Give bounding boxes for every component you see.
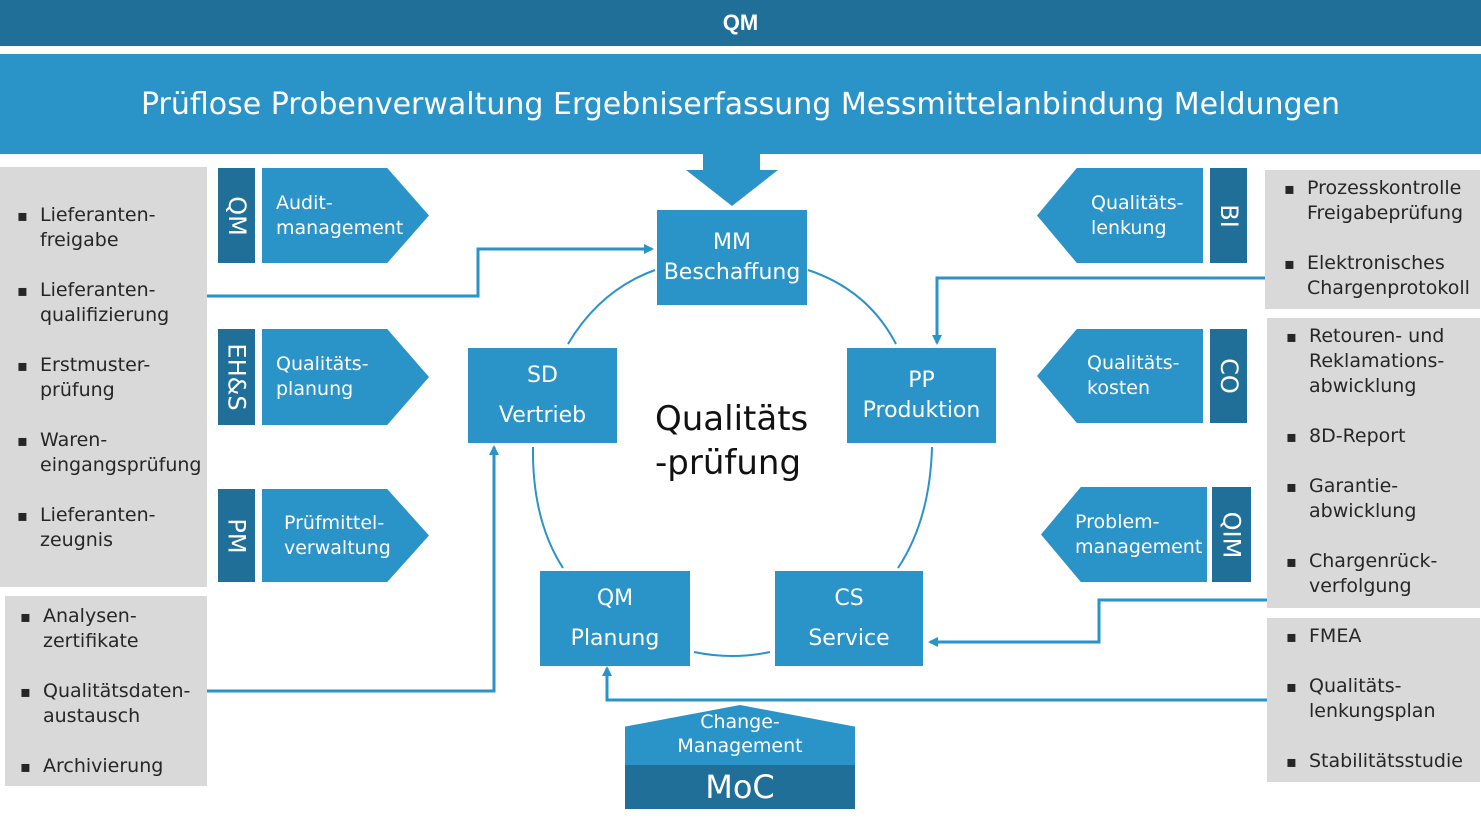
- audit-management-arrow: Audit-management: [262, 168, 429, 263]
- list-item: Archivierung: [15, 754, 203, 779]
- connector-left1-mm: [207, 244, 654, 298]
- list-item: FMEA: [1281, 624, 1476, 649]
- list-item: Lieferanten-zeugnis: [12, 503, 199, 553]
- band-down-arrow: [686, 154, 778, 206]
- tag-qim: QIM: [1212, 487, 1251, 582]
- tag-bi: BI: [1210, 168, 1247, 263]
- left-list-2: Analysen-zertifikate Qualitätsdaten-aust…: [5, 596, 207, 786]
- connector-right2-cs: [928, 598, 1267, 647]
- list-item: Erstmuster-prüfung: [12, 353, 199, 403]
- arc-mm-pp: [807, 269, 897, 345]
- list-item: Chargenrück-verfolgung: [1281, 549, 1476, 599]
- quality-planning-arrow: Qualitäts-planung: [262, 329, 429, 425]
- connector-right3-qm: [602, 666, 1267, 702]
- function-band: Prüflose Probenverwaltung Ergebniserfass…: [0, 54, 1481, 154]
- header-title: QM: [0, 0, 1481, 46]
- arc-sd-mm: [567, 269, 656, 345]
- quality-control-arrow: Qualitäts-lenkung: [1037, 168, 1203, 263]
- tag-qm: QM: [218, 168, 255, 263]
- connector-left2-sd: [207, 445, 499, 693]
- tag-co: CO: [1210, 329, 1247, 423]
- list-item: Analysen-zertifikate: [15, 604, 203, 654]
- problem-management-arrow: Problem-management: [1041, 487, 1207, 582]
- tag-ehs: EH&S: [218, 329, 255, 425]
- list-item: Waren-eingangsprüfung: [12, 428, 201, 478]
- list-item: Stabilitätsstudie: [1281, 749, 1476, 774]
- right-list-3: FMEA Qualitäts-lenkungsplan Stabilitätss…: [1267, 618, 1480, 782]
- list-item: 8D-Report: [1281, 424, 1476, 449]
- list-item: Qualitäts-lenkungsplan: [1281, 674, 1476, 724]
- test-equipment-arrow: Prüfmittel-verwaltung: [262, 489, 429, 582]
- moc-label: MoC: [625, 765, 855, 809]
- quality-costs-arrow: Qualitäts-kosten: [1037, 329, 1203, 423]
- left-list-1: Lieferanten-freigabe Lieferanten-qualifi…: [0, 167, 207, 587]
- arc-pp-cs: [897, 446, 933, 569]
- list-item: Qualitätsdaten-austausch: [15, 679, 203, 729]
- arc-qm-sd: [531, 446, 564, 569]
- tag-pm: PM: [218, 489, 255, 582]
- arc-cs-qm: [693, 651, 771, 657]
- list-item: Lieferanten-freigabe: [12, 203, 199, 253]
- list-item: Lieferanten-qualifizierung: [12, 278, 199, 328]
- center-title: Qualitäts-prüfung: [655, 399, 809, 483]
- list-item: Garantie-abwicklung: [1281, 474, 1476, 524]
- connector-right1-pp: [932, 276, 1265, 345]
